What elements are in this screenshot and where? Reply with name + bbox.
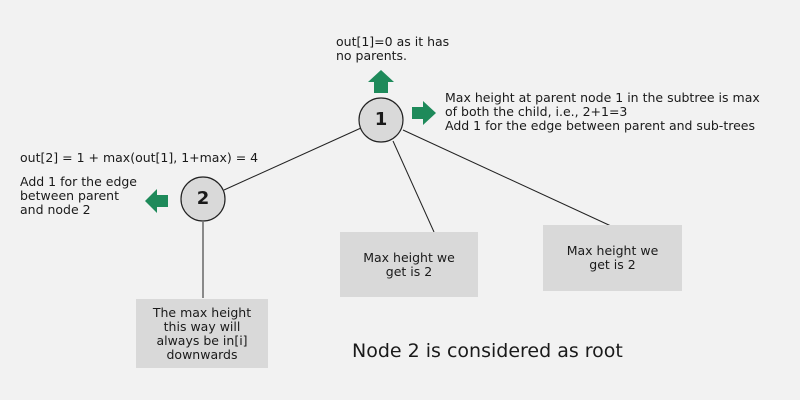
middle-box: Max height we get is 2 [340,232,478,297]
node-2-label: 2 [196,188,210,209]
right-box: Max height we get is 2 [543,225,682,291]
diagram-caption: Node 2 is considered as root [352,340,623,362]
edge-node1-right-box [402,129,612,227]
left-note: Add 1 for the edge between parent and no… [20,174,137,217]
node-1-circle [358,97,404,143]
right-note: Max height at parent node 1 in the subtr… [445,90,760,133]
top-note: out[1]=0 as it has no parents. [336,34,450,63]
node-2-circle [180,176,226,222]
bottom-left-box: The max height this way will always be i… [136,299,268,368]
left-formula: out[2] = 1 + max(out[1], 1+max) = 4 [20,150,259,165]
arrow-left-icon [145,189,168,213]
arrow-up-icon [368,70,394,93]
edge-node1-middle-box [392,140,435,233]
edge-node1-node2 [223,127,362,191]
node-1-label: 1 [374,109,388,130]
arrow-right-icon [412,101,436,125]
